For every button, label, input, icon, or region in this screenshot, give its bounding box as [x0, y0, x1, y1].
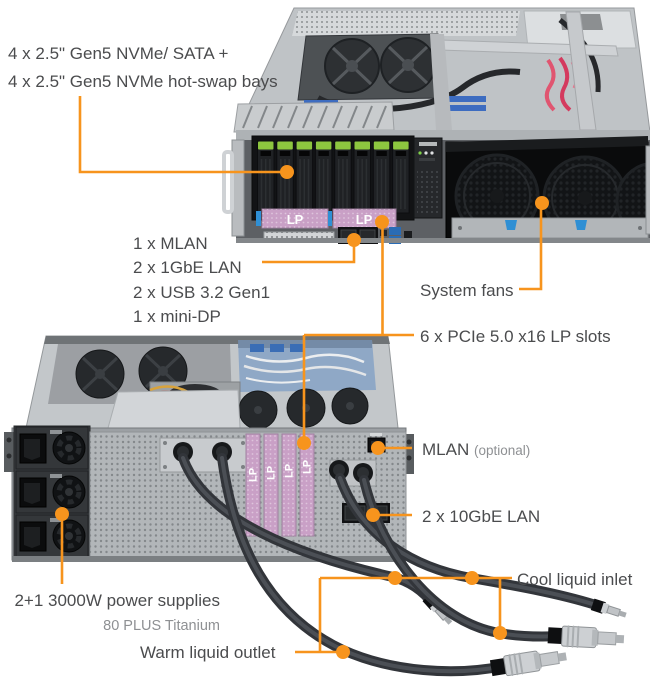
callout-drive-bays-label: 4 x 2.5" Gen5 NVMe/ SATA + 4 x 2.5" Gen5… [8, 40, 278, 96]
front-io-item: 2 x 1GbE LAN [133, 258, 242, 278]
callout-psu-label: 2+1 3000W power supplies 80 PLUS Titaniu… [12, 590, 220, 637]
callout-dot-drive-bays [280, 165, 294, 179]
psu-label-line2: 80 PLUS Titanium [103, 618, 220, 634]
liquid-hose [217, 453, 569, 680]
callout-warm-liquid-label: Warm liquid outlet [140, 643, 276, 662]
lp-slot-label: LP [356, 212, 373, 227]
callout-dot-warm-liquid [336, 645, 350, 659]
callout-dot-10gbe [366, 508, 380, 522]
left-rack-ear [4, 432, 14, 472]
left-handle [222, 150, 234, 214]
interior-psu-cage [107, 389, 241, 429]
callout-pcie-slots-label: 6 x PCIe 5.0 x16 LP slots [420, 327, 611, 346]
interior-cabling-area [238, 340, 376, 392]
callout-cool-liquid-label: Cool liquid inlet [517, 570, 633, 589]
right-rack-ear [645, 145, 650, 235]
top-server-illustration: LP LP [222, 7, 650, 244]
lp-slot-label: LP [287, 212, 304, 227]
liquid-hoses [178, 453, 629, 680]
psu-unit [16, 515, 88, 557]
front-io-item: 1 x MLAN [133, 234, 208, 253]
callout-line-liquid [295, 576, 512, 654]
rear-server-illustration: LP LP LP LP [4, 335, 629, 680]
chassis-divider [430, 34, 452, 130]
callout-dots [55, 165, 549, 659]
usb-ports [389, 227, 401, 235]
internal-fan-module [297, 33, 445, 101]
liquid-hose [359, 475, 626, 651]
callout-dot-mlan [371, 441, 385, 455]
callout-line-front-io [262, 244, 356, 264]
lp-slot-label: LP [284, 464, 296, 478]
callout-line-drive-bays [78, 96, 282, 174]
slotted-vent [233, 101, 395, 133]
callout-line-pcie [302, 226, 414, 439]
callout-line-system-fans [519, 207, 543, 291]
rear-lp-slots: LP LP LP LP [245, 433, 315, 537]
callout-mlan-label: MLAN (optional) [422, 439, 530, 462]
callout-lines [60, 96, 543, 654]
callout-dot-cool-liquid-1 [388, 571, 402, 585]
mlan-optional-suffix: (optional) [473, 443, 531, 458]
callout-dot-cool-liquid-3 [493, 626, 507, 640]
psu-stack [13, 426, 91, 558]
mini-dp-port [404, 231, 412, 240]
callout-system-fans-label: System fans [420, 281, 514, 300]
front-control-panel [413, 137, 443, 219]
psu-unit [16, 427, 88, 469]
callout-dot-pcie-top [375, 215, 389, 229]
liquid-port-plate [159, 437, 249, 473]
callout-10gbe-lan-label: 2 x 10GbE LAN [422, 507, 541, 526]
interior-fans-right [238, 387, 369, 430]
callout-dot-front-io [347, 233, 361, 247]
callout-dot-psu [55, 507, 69, 521]
drive-bay-module [251, 135, 415, 221]
system-fan-module [445, 136, 649, 239]
right-rack-ear [404, 434, 414, 474]
psu-unit [16, 471, 88, 513]
callout-front-io-list: 1 x MLAN 2 x 1GbE LAN 2 x USB 3.2 Gen1 1… [133, 232, 270, 329]
psu-label-line1: 2+1 3000W power supplies [14, 591, 220, 610]
lp-slot-label: LP [302, 460, 314, 474]
drive-bays-line2: 4 x 2.5" Gen5 NVMe hot-swap bays [8, 72, 278, 91]
front-lp-slots: LP LP [256, 208, 397, 229]
front-io-item: 2 x USB 3.2 Gen1 [133, 282, 271, 302]
front-io-item: 1 x mini-DP [133, 306, 221, 326]
callout-dot-pcie-rear [297, 436, 311, 450]
lp-slot-label: LP [248, 468, 260, 482]
lp-slot-label: LP [266, 466, 278, 480]
callout-dot-system-fans [535, 196, 549, 210]
drive-bays-line1: 4 x 2.5" Gen5 NVMe/ SATA + [8, 44, 229, 63]
callout-dot-cool-liquid-2 [465, 571, 479, 585]
mlan-label-text: MLAN [422, 440, 470, 459]
